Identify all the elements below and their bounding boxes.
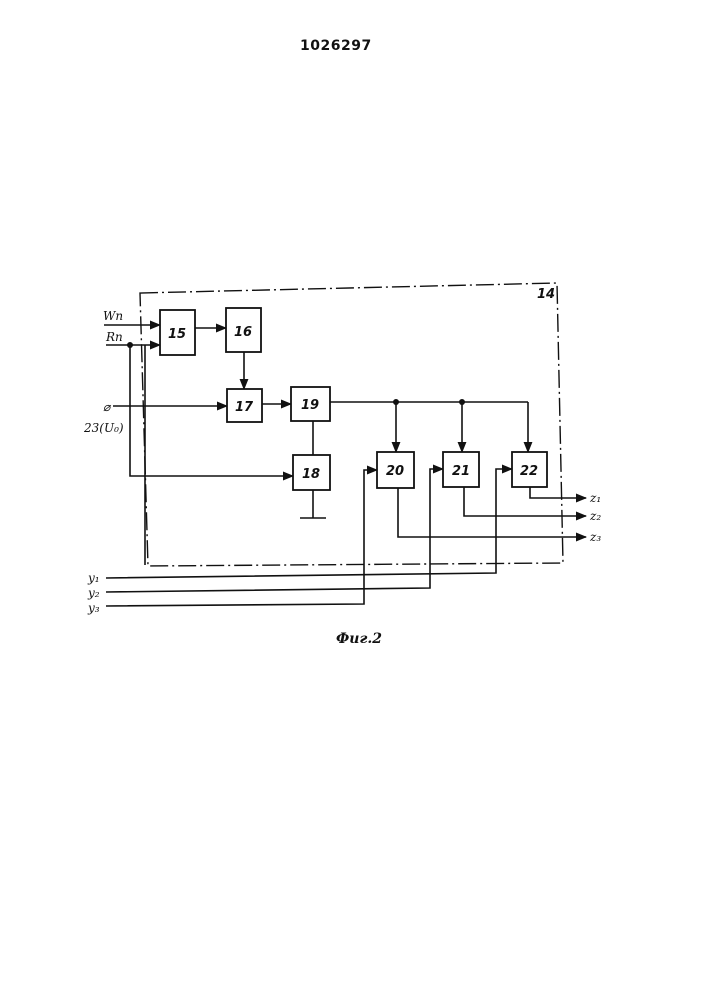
frame-label: 14: [537, 287, 555, 302]
output-z3-label: z₃: [589, 530, 601, 544]
input-y2-label: y₂: [87, 586, 100, 600]
figure-caption: Фиг.2: [336, 631, 382, 647]
input-u0-label: 23(U₀): [83, 421, 124, 435]
block-22-label: 22: [520, 464, 538, 479]
block-18: 18: [293, 455, 330, 490]
block-17-label: 17: [235, 400, 254, 415]
output-z2-label: z₂: [589, 509, 601, 523]
block-21-label: 21: [452, 464, 470, 479]
block-16: 16: [226, 308, 261, 352]
input-y3-label: y₃: [87, 601, 100, 615]
input-y1-label: y₁: [87, 571, 100, 585]
input-rn-label: Rn: [105, 330, 123, 344]
block-19: 19: [291, 387, 330, 421]
input-terminal-symbol: ⌀: [103, 400, 112, 414]
block-17: 17: [227, 389, 262, 422]
block-15-label: 15: [168, 327, 186, 342]
block-16-label: 16: [234, 325, 252, 340]
frame-14: [140, 283, 563, 566]
input-wn-label: Wn: [103, 309, 123, 323]
block-22: 22: [512, 452, 547, 487]
block-20: 20: [377, 452, 414, 488]
block-19-label: 19: [301, 398, 319, 413]
block-18-label: 18: [302, 467, 320, 482]
block-21: 21: [443, 452, 479, 487]
output-z1-label: z₁: [589, 491, 601, 505]
block-15: 15: [160, 310, 195, 355]
block-20-label: 20: [386, 464, 404, 479]
